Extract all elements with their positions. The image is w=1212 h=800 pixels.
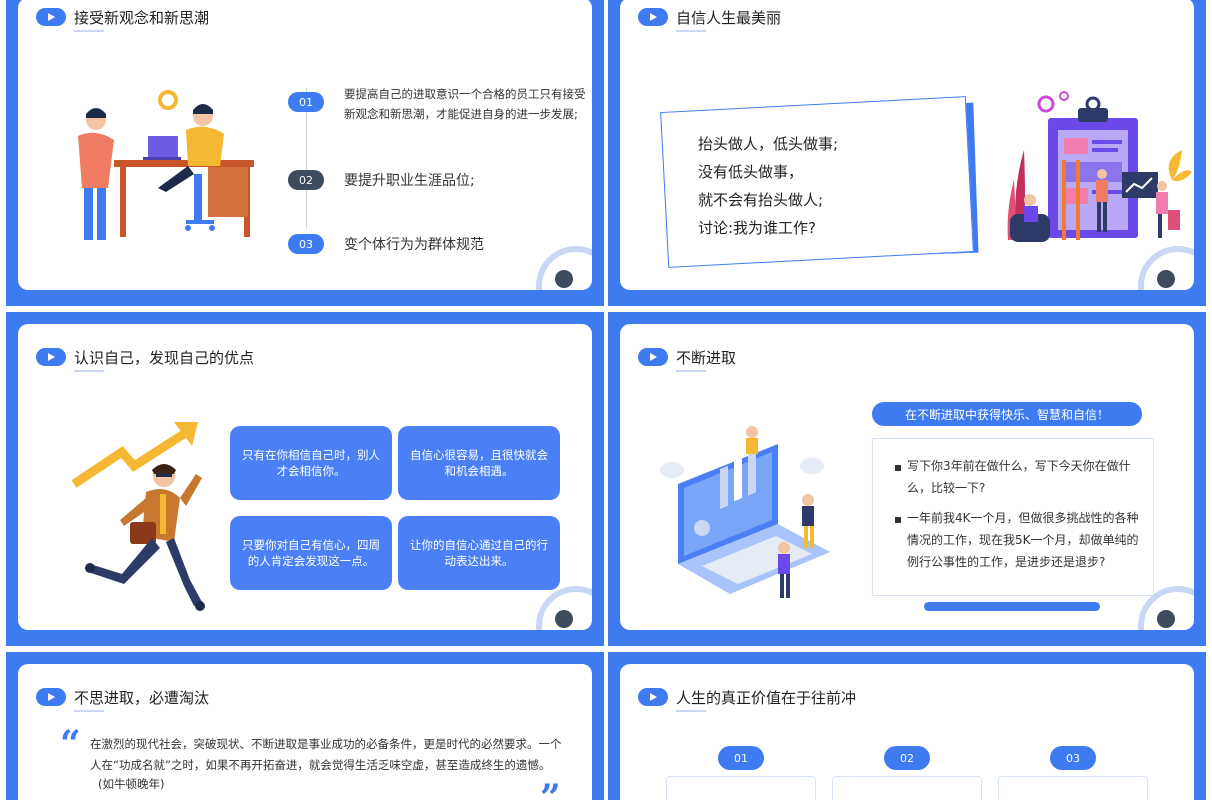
quote-line-2: 没有低头做事， (698, 163, 804, 181)
slide-4-title: 不断进取 (676, 348, 737, 367)
step-card-2 (832, 776, 982, 800)
bullet-text-2: 一年前我4K一个月，但做很多挑战性的各种情况的工作，现在我5K一个月，却做单纯的… (907, 511, 1139, 569)
quote-paragraph: 在激烈的现代社会，突破现状、不断进取是事业成功的必备条件，更是时代的必然要求。一… (90, 737, 562, 772)
slide-5[interactable]: 不思进取，必遭淘汰 “ 在激烈的现代社会，突破现状、不断进取是事业成功的必备条件… (6, 652, 604, 800)
step-3-number: 03 (1050, 746, 1096, 770)
item-3-number: 03 (288, 234, 324, 254)
open-quote-icon: “ (60, 723, 81, 765)
slide-4-title-row: 不断进取 (638, 346, 736, 368)
corner-dot-decoration (1157, 270, 1175, 288)
slide-4-card: 不断进取 (620, 324, 1194, 630)
progress-banner: 在不断进取中获得快乐、智慧和自信！ (872, 402, 1142, 426)
quote-line-3: 就不会有抬头做人; (698, 191, 824, 209)
step-1-number: 01 (718, 746, 764, 770)
slide-3[interactable]: 认识自己，发现自己的优点 只有在你相信自己时，别人才会相信你。 (6, 312, 604, 646)
slide-4[interactable]: 不断进取 (608, 312, 1206, 646)
quote-lines: 抬头做人，低头做事; 没有低头做事， 就不会有抬头做人; 讨论:我为谁工作? (698, 130, 838, 242)
slide-6[interactable]: 人生的真正价值在于往前冲 01 02 03 (608, 652, 1206, 800)
item-1-number: 01 (288, 92, 324, 112)
slide-6-title-row: 人生的真正价值在于往前冲 (638, 686, 856, 708)
progress-banner-text: 在不断进取中获得快乐、智慧和自信！ (904, 407, 1109, 422)
quote-line-4: 讨论:我为谁工作? (698, 219, 817, 237)
slide-1-title: 接受新观念和新思潮 (74, 8, 210, 27)
close-quote-icon: ” (540, 777, 561, 800)
confidence-bubble-1: 只有在你相信自己时，别人才会相信你。 (230, 426, 392, 500)
quote-line-1: 抬头做人，低头做事; (698, 135, 839, 153)
slide-3-title-row: 认识自己，发现自己的优点 (36, 346, 254, 368)
bullet-panel-footer-bar (924, 602, 1100, 611)
slide-5-card: 不思进取，必遭淘汰 “ 在激烈的现代社会，突破现状、不断进取是事业成功的必备条件… (18, 664, 592, 800)
slide-5-title-row: 不思进取，必遭淘汰 (36, 686, 209, 708)
slide-1-card: 接受新观念和新思潮 (18, 0, 592, 290)
slide-3-card: 认识自己，发现自己的优点 只有在你相信自己时，别人才会相信你。 (18, 324, 592, 630)
corner-arc-decoration (1138, 586, 1194, 630)
play-icon (36, 8, 66, 26)
title-underline (74, 710, 104, 712)
slide-2-title: 自信人生最美丽 (676, 8, 782, 27)
item-2-text: 要提升职业生涯品位; (344, 173, 475, 189)
slide-3-title: 认识自己，发现自己的优点 (74, 348, 255, 367)
play-icon (638, 348, 668, 366)
slide-2-card: 自信人生最美丽 抬头做人，低头做事; 没有低头做事， 就不会有抬头做人; 讨论:… (620, 0, 1194, 290)
clipboard-team-illustration (1007, 91, 1192, 242)
title-underline (676, 370, 706, 372)
running-man-illustration (71, 422, 205, 611)
play-icon (638, 8, 668, 26)
bullet-panel: 写下你3年前在做什么，写下今天你在做什么，比较一下? 一年前我4K一个月，但做很… (872, 438, 1154, 596)
confidence-bubble-3: 只要你对自己有信心，四周的人肯定会发现这一点。 (230, 516, 392, 590)
title-underline (74, 370, 104, 372)
corner-dot-decoration (555, 270, 573, 288)
isometric-laptop-illustration (660, 426, 830, 598)
vertical-divider (306, 88, 307, 228)
title-underline (676, 710, 706, 712)
slide-6-title: 人生的真正价值在于往前冲 (676, 688, 857, 707)
slide-1[interactable]: 接受新观念和新思潮 (6, 0, 604, 306)
step-card-1 (666, 776, 816, 800)
corner-arc-decoration (536, 246, 592, 290)
item-2-number: 02 (288, 170, 324, 190)
bullet-marker-2 (895, 517, 901, 523)
confidence-bubble-4: 让你的自信心通过自己的行动表达出来。 (398, 516, 560, 590)
slide-2-title-row: 自信人生最美丽 (638, 6, 781, 28)
play-icon (36, 688, 66, 706)
office-illustration (78, 90, 254, 240)
corner-dot-decoration (555, 610, 573, 628)
play-icon (638, 688, 668, 706)
quote-attribution: (如牛顿晚年) (98, 777, 165, 791)
slide-2[interactable]: 自信人生最美丽 抬头做人，低头做事; 没有低头做事， 就不会有抬头做人; 讨论:… (608, 0, 1206, 306)
step-2-number: 02 (884, 746, 930, 770)
play-icon (36, 348, 66, 366)
title-underline (676, 30, 706, 32)
corner-dot-decoration (1157, 610, 1175, 628)
confidence-bubble-2: 自信心很容易，且很快就会和机会相遇。 (398, 426, 560, 500)
bullet-marker-1 (895, 465, 901, 471)
item-1-text: 要提高自己的进取意识一个合格的员工只有接受新观念和新思潮，才能促进自身的进一步发… (344, 87, 586, 121)
slide-1-title-row: 接受新观念和新思潮 (36, 6, 209, 28)
item-3-text: 变个体行为为群体规范 (344, 237, 484, 253)
corner-arc-decoration (536, 586, 592, 630)
corner-arc-decoration (1138, 246, 1194, 290)
slide-6-card: 人生的真正价值在于往前冲 01 02 03 (620, 664, 1194, 800)
slide-5-title: 不思进取，必遭淘汰 (74, 688, 210, 707)
title-underline (74, 30, 104, 32)
step-card-3 (998, 776, 1148, 800)
bullet-text-1: 写下你3年前在做什么，写下今天你在做什么，比较一下? (907, 459, 1131, 495)
